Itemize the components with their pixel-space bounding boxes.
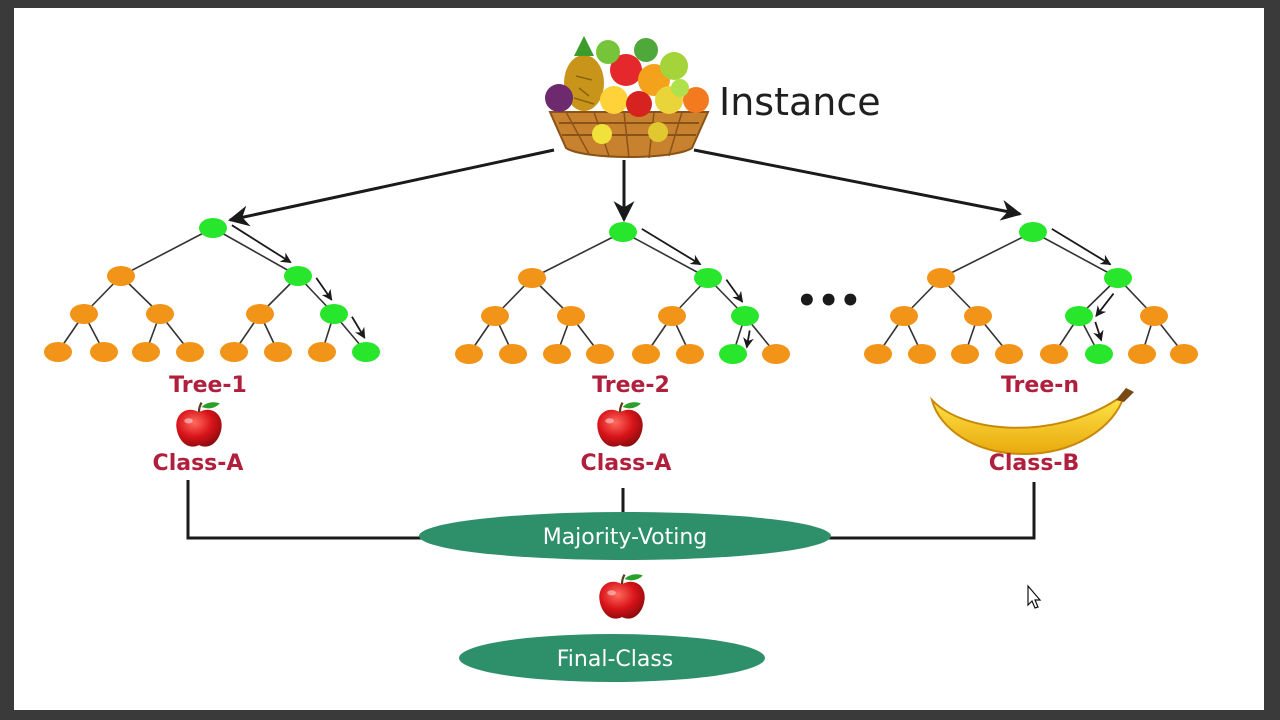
apple-icon bbox=[596, 400, 644, 448]
ellipsis: ••• bbox=[796, 281, 861, 321]
tree-1-class-label: Class-A bbox=[153, 451, 244, 476]
tree-edge bbox=[940, 231, 1034, 279]
tree-node bbox=[220, 342, 248, 362]
tree-node bbox=[890, 306, 918, 326]
tree-node-path bbox=[1085, 344, 1113, 364]
apple-icon bbox=[598, 572, 646, 620]
tree-node-path bbox=[719, 344, 747, 364]
tree-node-path bbox=[1104, 268, 1132, 288]
tree-node bbox=[132, 342, 160, 362]
tree-node bbox=[1140, 306, 1168, 326]
decision-path-arrow bbox=[315, 277, 333, 301]
tree-node-path bbox=[284, 266, 312, 286]
tree-node bbox=[107, 266, 135, 286]
decision-path-arrow bbox=[351, 316, 366, 339]
tree-2-class-label: Class-A bbox=[581, 451, 672, 476]
majority-voting-label: Majority-Voting bbox=[543, 525, 708, 550]
tree-1-label: Tree-1 bbox=[169, 373, 247, 398]
tree-2-label: Tree-2 bbox=[592, 373, 670, 398]
tree-node bbox=[308, 342, 336, 362]
tree-node bbox=[146, 304, 174, 324]
tree-node bbox=[481, 306, 509, 326]
tree-edge bbox=[1032, 231, 1119, 279]
tree-edge bbox=[212, 227, 299, 277]
instance-label: Instance bbox=[719, 80, 881, 124]
tree-node bbox=[658, 306, 686, 326]
decision-path-arrow bbox=[1093, 321, 1104, 342]
tree-edge bbox=[120, 227, 214, 277]
tree-n-label: Tree-n bbox=[1001, 373, 1079, 398]
tree-node bbox=[995, 344, 1023, 364]
decision-path-arrow bbox=[1051, 228, 1112, 266]
decision-tree-1 bbox=[44, 218, 380, 362]
tree-node bbox=[927, 268, 955, 288]
fruit-basket-icon bbox=[545, 36, 710, 159]
tree-node bbox=[518, 268, 546, 288]
tree-node bbox=[176, 342, 204, 362]
tree-node bbox=[908, 344, 936, 364]
tree-node-path bbox=[694, 268, 722, 288]
tree-node-path bbox=[199, 218, 227, 238]
tree-node-path bbox=[609, 222, 637, 242]
decision-path-arrow bbox=[725, 279, 744, 303]
tree-node bbox=[1040, 344, 1068, 364]
slide-canvas: Instance ••• Tree-1 Tree-2 Tree-n Class-… bbox=[14, 8, 1264, 710]
decision-tree-3 bbox=[864, 222, 1198, 364]
tree-node bbox=[864, 344, 892, 364]
arrow-to-tree-1 bbox=[227, 148, 555, 227]
tree-node bbox=[543, 344, 571, 364]
tree-edge bbox=[622, 231, 709, 279]
tree-node bbox=[632, 344, 660, 364]
tree-node-path bbox=[1065, 306, 1093, 326]
tree-edge bbox=[531, 231, 624, 279]
tree-node bbox=[951, 344, 979, 364]
tree-node bbox=[762, 344, 790, 364]
tree-node-path bbox=[1019, 222, 1047, 242]
tree-node-path bbox=[352, 342, 380, 362]
connector-tree-n bbox=[826, 482, 1036, 540]
banana-icon bbox=[930, 388, 1134, 456]
tree-node bbox=[246, 304, 274, 324]
apple-icon bbox=[175, 400, 223, 448]
tree-node bbox=[964, 306, 992, 326]
tree-node bbox=[499, 344, 527, 364]
tree-node bbox=[676, 344, 704, 364]
majority-voting-oval bbox=[419, 512, 831, 560]
tree-node-path bbox=[731, 306, 759, 326]
decision-path-arrow bbox=[231, 224, 292, 264]
decision-path-arrow bbox=[641, 228, 702, 266]
tree-node bbox=[90, 342, 118, 362]
final-class-oval bbox=[459, 634, 765, 682]
arrow-to-tree-n bbox=[693, 148, 1023, 221]
tree-node bbox=[70, 304, 98, 324]
decision-path-arrow bbox=[743, 330, 754, 349]
random-forest-diagram: Instance ••• Tree-1 Tree-2 Tree-n Class-… bbox=[44, 36, 1198, 682]
final-class-label: Final-Class bbox=[557, 647, 674, 672]
decision-path-arrow bbox=[1095, 292, 1115, 318]
mouse-cursor-icon bbox=[1027, 584, 1042, 609]
tree-n-class-label: Class-B bbox=[989, 451, 1080, 476]
tree-node bbox=[44, 342, 72, 362]
decision-tree-2 bbox=[455, 222, 790, 364]
tree-node bbox=[1128, 344, 1156, 364]
trees-layer bbox=[44, 218, 1198, 364]
tree-node bbox=[264, 342, 292, 362]
tree-node bbox=[557, 306, 585, 326]
tree-node bbox=[586, 344, 614, 364]
tree-node bbox=[1170, 344, 1198, 364]
tree-node bbox=[455, 344, 483, 364]
tree-node-path bbox=[320, 304, 348, 324]
connector-tree-1 bbox=[186, 480, 424, 540]
